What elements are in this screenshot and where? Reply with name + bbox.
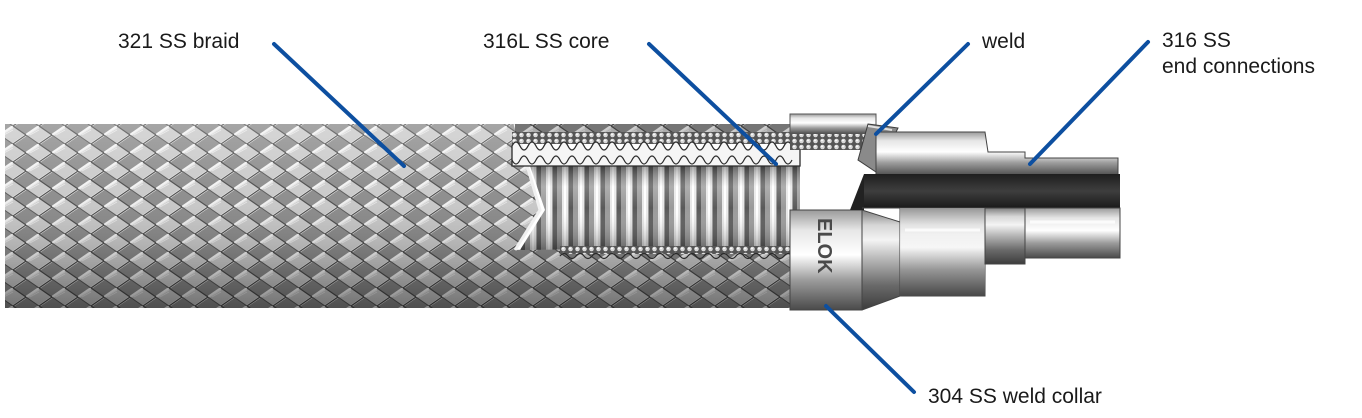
leader-collar	[824, 304, 916, 394]
corrugated-core	[511, 132, 802, 260]
label-weld-collar: 304 SS weld collar	[928, 385, 1102, 408]
label-end-connections: 316 SS end connections	[1162, 28, 1315, 80]
label-braid: 321 SS braid	[118, 30, 240, 53]
leader-braid	[272, 42, 406, 168]
end-connection	[850, 131, 1121, 297]
label-core: 316L SS core	[483, 30, 610, 53]
leader-lines	[272, 40, 1150, 394]
leader-core	[647, 42, 778, 166]
leader-end	[1028, 40, 1150, 166]
label-end-line2: end connections	[1162, 55, 1315, 78]
label-end-line1: 316 SS	[1162, 29, 1231, 52]
weld-collar: ELOK	[789, 113, 901, 311]
collar-marking: ELOK	[813, 218, 835, 274]
label-weld: weld	[982, 30, 1026, 53]
leader-weld	[874, 42, 970, 136]
